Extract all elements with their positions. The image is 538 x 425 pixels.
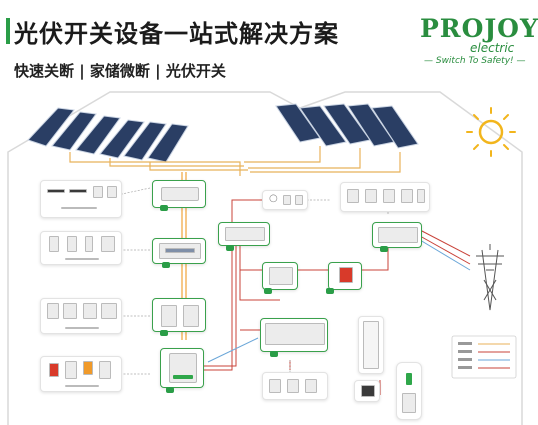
product-card-grid-breakers: [340, 182, 430, 212]
product-card-quick-shutdown: [40, 180, 122, 218]
node-grid-connection-box: [372, 222, 422, 248]
solar-panel-icon: [27, 107, 189, 163]
node-combiner-box: [152, 238, 206, 264]
brand-slogan: — Switch To Safety! —: [424, 56, 526, 66]
node-tag: [166, 387, 174, 393]
product-card-isolating-switch: [40, 356, 122, 392]
node-tag: [162, 262, 170, 268]
node-dc-isolator: [152, 298, 206, 332]
node-tag: [160, 205, 168, 211]
title-accent-bar: [6, 18, 10, 44]
brand-sub: electric: [470, 41, 515, 55]
transmission-tower-icon: [476, 244, 504, 311]
node-tag: [270, 351, 278, 357]
node-tag: [160, 330, 168, 336]
battery-unit: [358, 316, 384, 374]
node-tag: [264, 288, 272, 294]
node-ev-breaker: [354, 380, 380, 402]
node-tag: [326, 288, 334, 294]
light-bulb-icon: ○: [269, 193, 278, 204]
node-meter: [262, 262, 298, 290]
load-light: ○: [262, 190, 308, 210]
page-title: 光伏开关设备一站式解决方案: [14, 20, 339, 48]
product-card-storage-breakers: [262, 372, 328, 400]
sun-icon: [466, 107, 516, 157]
node-quick-shutdown-device: [152, 180, 206, 208]
node-tag: [380, 246, 388, 252]
ev-charger-icon: [396, 362, 422, 420]
node-tag: [226, 245, 234, 251]
node-ac-distribution: [218, 222, 270, 246]
product-card-combiner: [40, 231, 122, 265]
page-subtitle: 快速关断 | 家储微断 | 光伏开关: [14, 62, 226, 80]
node-storage-breakers: [260, 318, 328, 352]
node-inverter: [160, 348, 204, 388]
node-load-switch: [328, 262, 362, 290]
product-card-dc-isolator: [40, 298, 122, 334]
brand-logo: PROJOY: [420, 14, 538, 43]
